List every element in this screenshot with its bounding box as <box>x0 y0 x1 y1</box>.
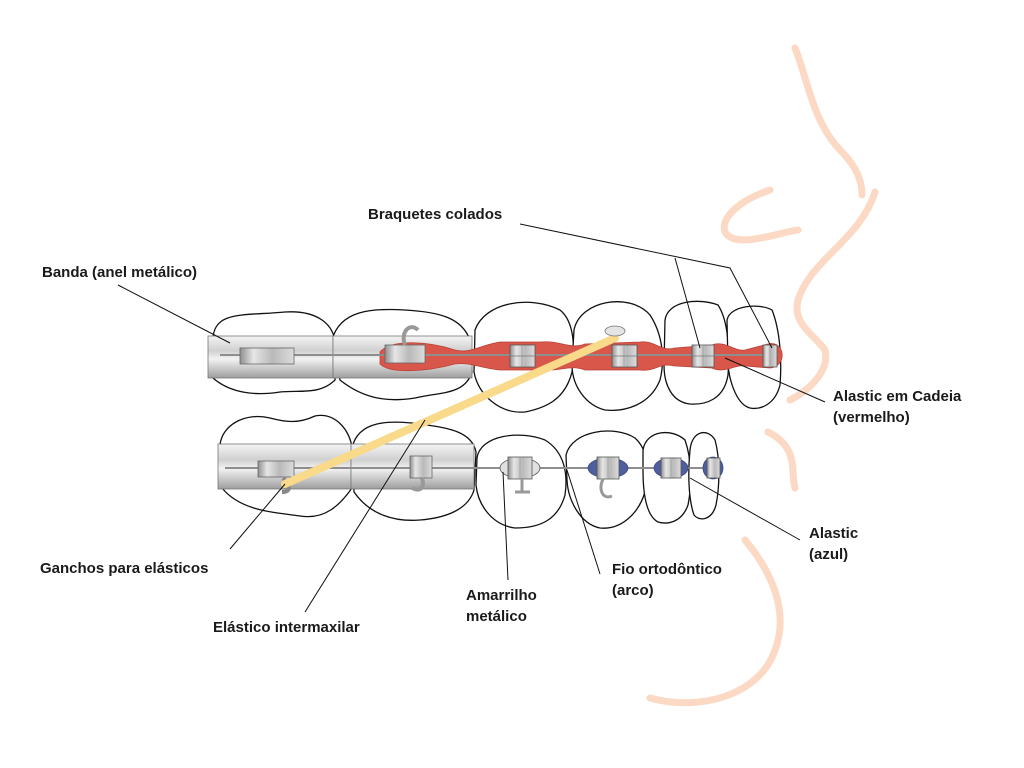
bracket <box>596 456 620 480</box>
bracket <box>691 344 715 368</box>
bracket <box>611 344 638 368</box>
label-fio-ortodontico: Fio ortodôntico (arco) <box>612 559 722 601</box>
band-attachments <box>239 325 433 494</box>
bracket <box>706 457 721 479</box>
bracket <box>509 344 536 368</box>
label-ganchos: Ganchos para elásticos <box>40 560 209 577</box>
intermaxillary-elastic <box>281 325 626 488</box>
label-alastic-cadeia-line2: (vermelho) <box>833 409 910 426</box>
label-alastic-cadeia: Alastic em Cadeia (vermelho) <box>833 386 961 428</box>
label-fio-line1: Fio ortodôntico <box>612 561 722 578</box>
label-banda: Banda (anel metálico) <box>42 264 198 281</box>
bracket <box>660 457 682 479</box>
label-braquetes-colados: Braquetes colados <box>368 206 503 223</box>
label-alastic-azul-line2: (azul) <box>809 546 849 563</box>
bracket <box>507 456 533 480</box>
label-alastic-azul: Alastic (azul) <box>809 523 858 565</box>
upper-brackets <box>509 344 778 368</box>
face-profile <box>646 44 879 707</box>
label-amarrilho-line1: Amarrilho <box>466 587 537 604</box>
lower-brackets <box>499 456 721 499</box>
leader-lines <box>117 223 826 613</box>
label-alastic-azul-line1: Alastic <box>809 525 859 542</box>
label-amarrilho-line2: metálico <box>466 608 527 625</box>
label-fio-line2: (arco) <box>612 582 654 599</box>
label-amarrilho: Amarrilho metálico <box>466 585 537 627</box>
bracket <box>762 344 778 368</box>
label-elastico-intermaxilar: Elástico intermaxilar <box>213 619 360 636</box>
label-alastic-cadeia-line1: Alastic em Cadeia <box>833 388 962 405</box>
